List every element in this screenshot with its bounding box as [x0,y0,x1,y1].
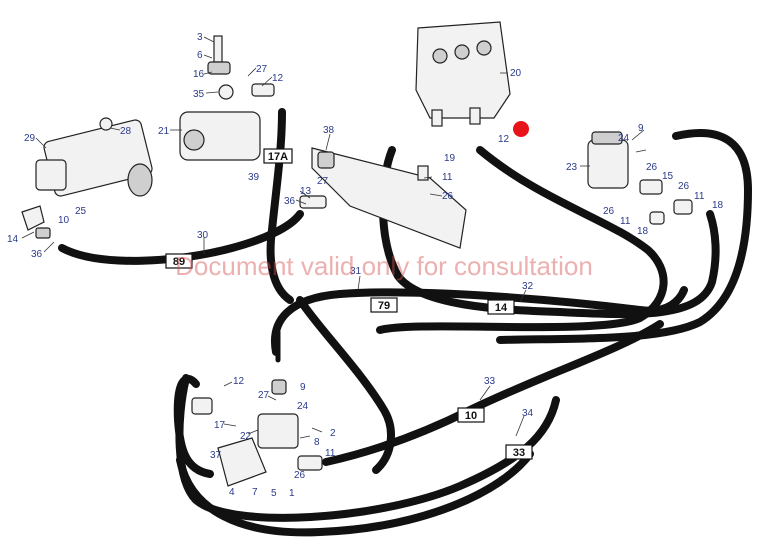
hose-tag-14: 14 [487,299,515,315]
callout: 28 [120,126,132,137]
hose-tag-17a-text: 17A [268,151,288,163]
callout: 26 [678,181,690,192]
callout: 26 [603,206,615,217]
callout: 9 [638,123,644,134]
hose-tag-10: 10 [457,407,485,423]
callout: 37 [210,450,222,461]
callout: 2 [330,428,336,439]
callout: 34 [522,408,534,419]
callout: 20 [510,68,522,79]
callout: 27 [317,176,329,187]
callout: 12 [233,376,245,387]
hose-34 [176,450,534,537]
callout: 36 [284,196,296,207]
callout: 14 [7,234,19,245]
hose-tag-33: 33 [505,444,533,460]
callout: 27 [258,390,270,401]
callout: 26 [294,470,306,481]
callout: 10 [58,215,70,226]
steering-unit [587,131,693,225]
hydraulic-motor [21,117,153,239]
callout: 8 [314,437,320,448]
callout: 35 [193,89,205,100]
hose-tag-89-text: 89 [173,256,185,268]
callout: 30 [197,230,209,241]
callout: 6 [197,50,203,61]
callout: 16 [193,69,205,80]
hose-tag-10-text: 10 [465,410,477,422]
callout: 27 [256,64,268,75]
hose-tag-33-text: 33 [513,447,525,459]
hose-tag-79-text: 79 [378,300,390,312]
hose-tag-79: 79 [370,297,398,313]
callout: 31 [350,266,362,277]
callout: 3 [197,32,203,43]
callout: 15 [662,171,674,182]
hose-tags: 17A 89 79 14 10 33 [165,148,533,460]
callouts: 3 6 16 27 12 35 21 29 28 38 13 27 11 26 … [7,32,724,499]
hose-tag-89: 89 [165,253,193,269]
hose-32 [376,146,668,334]
control-valve-block [415,21,511,127]
callout: 11 [694,191,705,202]
callout: 12 [272,73,284,84]
callout: 5 [271,488,277,499]
hoses [58,108,752,537]
bottom-valve [191,379,323,487]
hose-14 [379,146,720,319]
callout: 1 [289,488,295,499]
hose-right-loop [496,129,752,344]
callout: 24 [618,133,630,144]
red-marker [513,121,529,137]
callout: 32 [522,281,534,292]
callout: 36 [31,249,43,260]
callout: 11 [442,172,453,183]
callout: 24 [297,401,309,412]
callout: 18 [637,226,649,237]
callout: 25 [75,206,87,217]
callout: 33 [484,376,496,387]
callout: 22 [240,431,252,442]
hose-bottom-left [173,375,214,478]
hose-tag-17a: 17A [263,148,293,164]
callout: 23 [566,162,578,173]
callout: 7 [252,487,258,498]
leader-lines [21,36,647,439]
callout: 13 [300,186,312,197]
callout: 12 [498,134,510,145]
callout: 26 [646,162,658,173]
callout: 4 [229,487,235,498]
callout: 39 [248,172,260,183]
callout: 17 [214,420,226,431]
callout: 26 [442,191,454,202]
hose-17a [266,108,294,304]
callout: 19 [444,153,456,164]
hydraulic-pump [179,35,275,161]
hose-tag-14-text: 14 [495,302,508,314]
hose-89 [58,210,304,265]
callout: 38 [323,125,335,136]
callout: 18 [712,200,724,211]
watermark-text: Document valid only for consultation [175,251,593,281]
callout: 29 [24,133,36,144]
callout: 21 [158,126,170,137]
callout: 11 [620,216,631,227]
hose-31 [296,296,395,474]
callout: 9 [300,382,306,393]
manifold-bar [299,147,467,249]
callout: 11 [325,448,336,459]
